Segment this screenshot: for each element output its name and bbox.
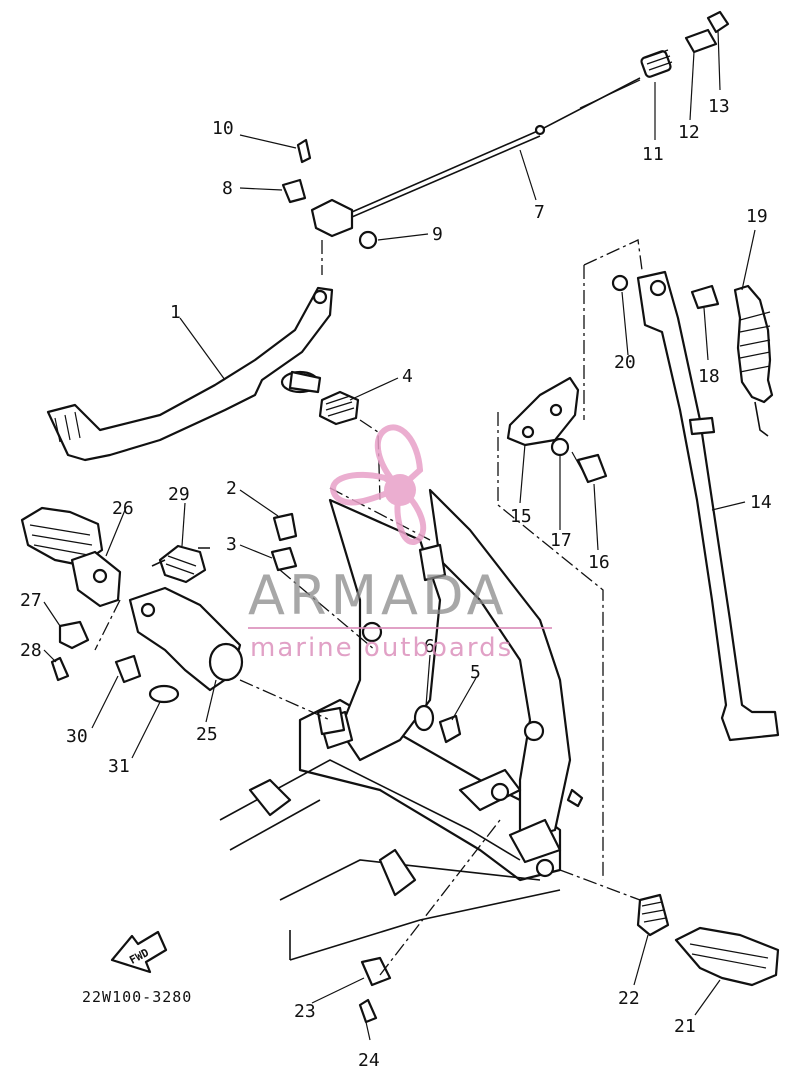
callout-18: 18 xyxy=(698,366,720,387)
assembly-lines xyxy=(94,239,643,976)
callout-20: 20 xyxy=(614,352,636,373)
brake-rod-assembly xyxy=(310,10,730,238)
callout-13: 13 xyxy=(708,96,730,117)
callout-23: 23 xyxy=(294,1001,316,1022)
callout-10: 10 xyxy=(212,118,234,139)
callout-25: 25 xyxy=(196,724,218,745)
callout-26: 26 xyxy=(112,498,134,519)
callout-9: 9 xyxy=(432,224,443,245)
callout-7: 7 xyxy=(534,202,545,223)
watermark-tagline: marine outboards xyxy=(250,633,513,663)
side-stand xyxy=(611,270,780,742)
callout-8: 8 xyxy=(222,178,233,199)
propeller-logo-icon xyxy=(330,424,427,545)
callout-4: 4 xyxy=(402,366,413,387)
fwd-arrow-icon: FWD xyxy=(110,930,168,974)
watermark-brand: ARMADA xyxy=(248,564,508,627)
lower-hardware xyxy=(270,512,462,1024)
callout-2: 2 xyxy=(226,478,237,499)
callout-15: 15 xyxy=(510,506,532,527)
stand-bracket xyxy=(506,376,608,484)
pedal-hardware xyxy=(281,138,378,426)
diagram-code: 22W100-3280 xyxy=(82,988,192,1006)
callout-21: 21 xyxy=(674,1016,696,1037)
callout-labels: 1 2 3 4 5 6 7 8 9 10 11 12 13 14 15 16 1… xyxy=(20,96,772,1071)
callout-16: 16 xyxy=(588,552,610,573)
callout-3: 3 xyxy=(226,534,237,555)
left-footrest xyxy=(20,506,244,704)
callout-30: 30 xyxy=(66,726,88,747)
callout-19: 19 xyxy=(746,206,768,227)
watermark: ARMADA marine outboards xyxy=(248,424,552,663)
callout-14: 14 xyxy=(750,492,772,513)
frame xyxy=(219,488,584,961)
callout-5: 5 xyxy=(470,662,481,683)
callout-29: 29 xyxy=(168,484,190,505)
callout-31: 31 xyxy=(108,756,130,777)
callout-17: 17 xyxy=(550,530,572,551)
callout-24: 24 xyxy=(358,1050,380,1071)
right-footrest xyxy=(636,893,780,987)
callout-6: 6 xyxy=(424,636,435,657)
callout-1: 1 xyxy=(170,302,181,323)
callout-12: 12 xyxy=(678,122,700,143)
callout-28: 28 xyxy=(20,640,42,661)
callout-11: 11 xyxy=(642,144,664,165)
callout-27: 27 xyxy=(20,590,42,611)
leader-lines xyxy=(43,29,756,1041)
brake-pedal xyxy=(46,286,334,462)
callout-22: 22 xyxy=(618,988,640,1009)
